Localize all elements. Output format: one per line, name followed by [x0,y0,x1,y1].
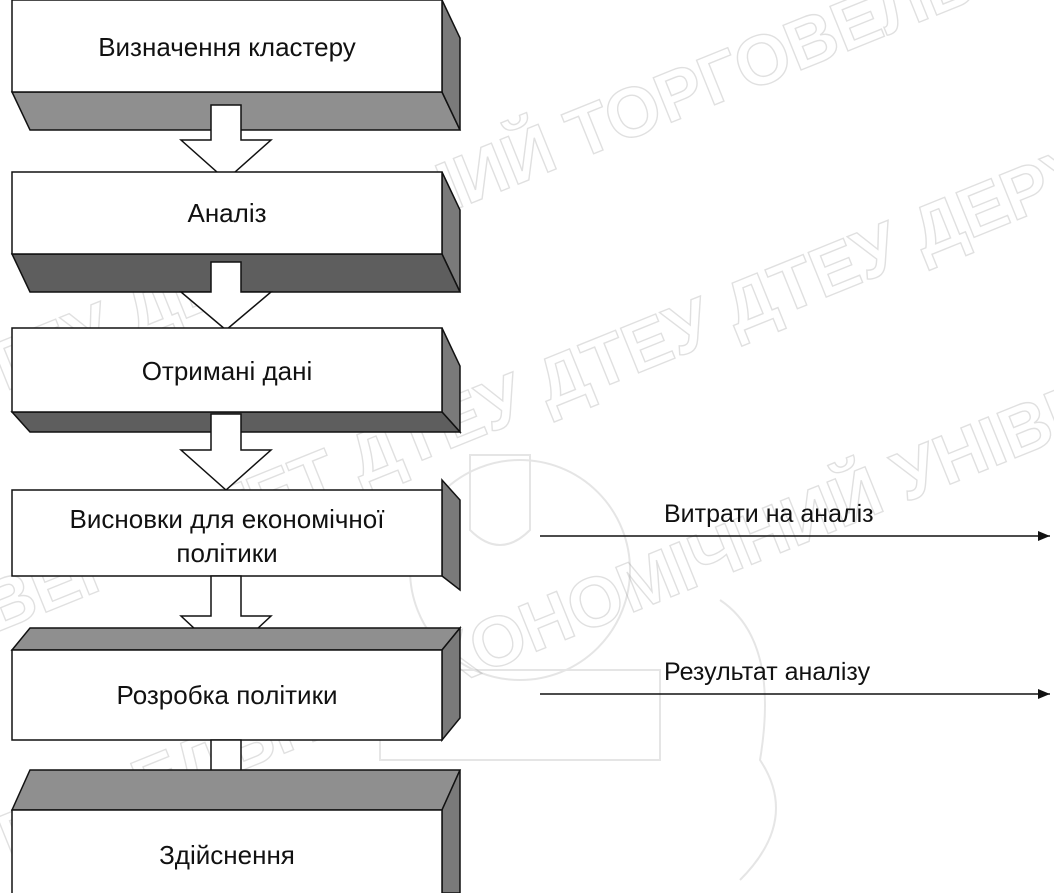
side-arrow-costs: Витрати на аналіз [540,500,1050,541]
side-label-costs: Витрати на аналіз [664,500,874,528]
side-arrow-result: Результат аналізу [540,658,1050,699]
step-label-6: Здійснення [159,840,295,870]
down-arrow-icon [178,261,274,331]
step-label-3: Отримані дані [142,356,313,386]
step-label-4-line-2: політики [176,538,277,568]
down-arrow-icon [179,413,273,492]
side-label-result: Результат аналізу [664,658,871,686]
step-box-6: Здійснення [10,769,462,893]
step-label-1: Визначення кластеру [98,32,356,62]
step-box-3: Отримані дані [10,327,462,434]
step-label-2: Аналіз [187,198,266,228]
step-label-4-line-1: Висновки для економічної [70,504,385,534]
step-box-4: Висновки для економічної політики [11,478,461,592]
step-label-5: Розробка політики [117,680,338,710]
down-arrow-icon [179,104,273,182]
step-box-5: Розробка політики [10,625,462,743]
